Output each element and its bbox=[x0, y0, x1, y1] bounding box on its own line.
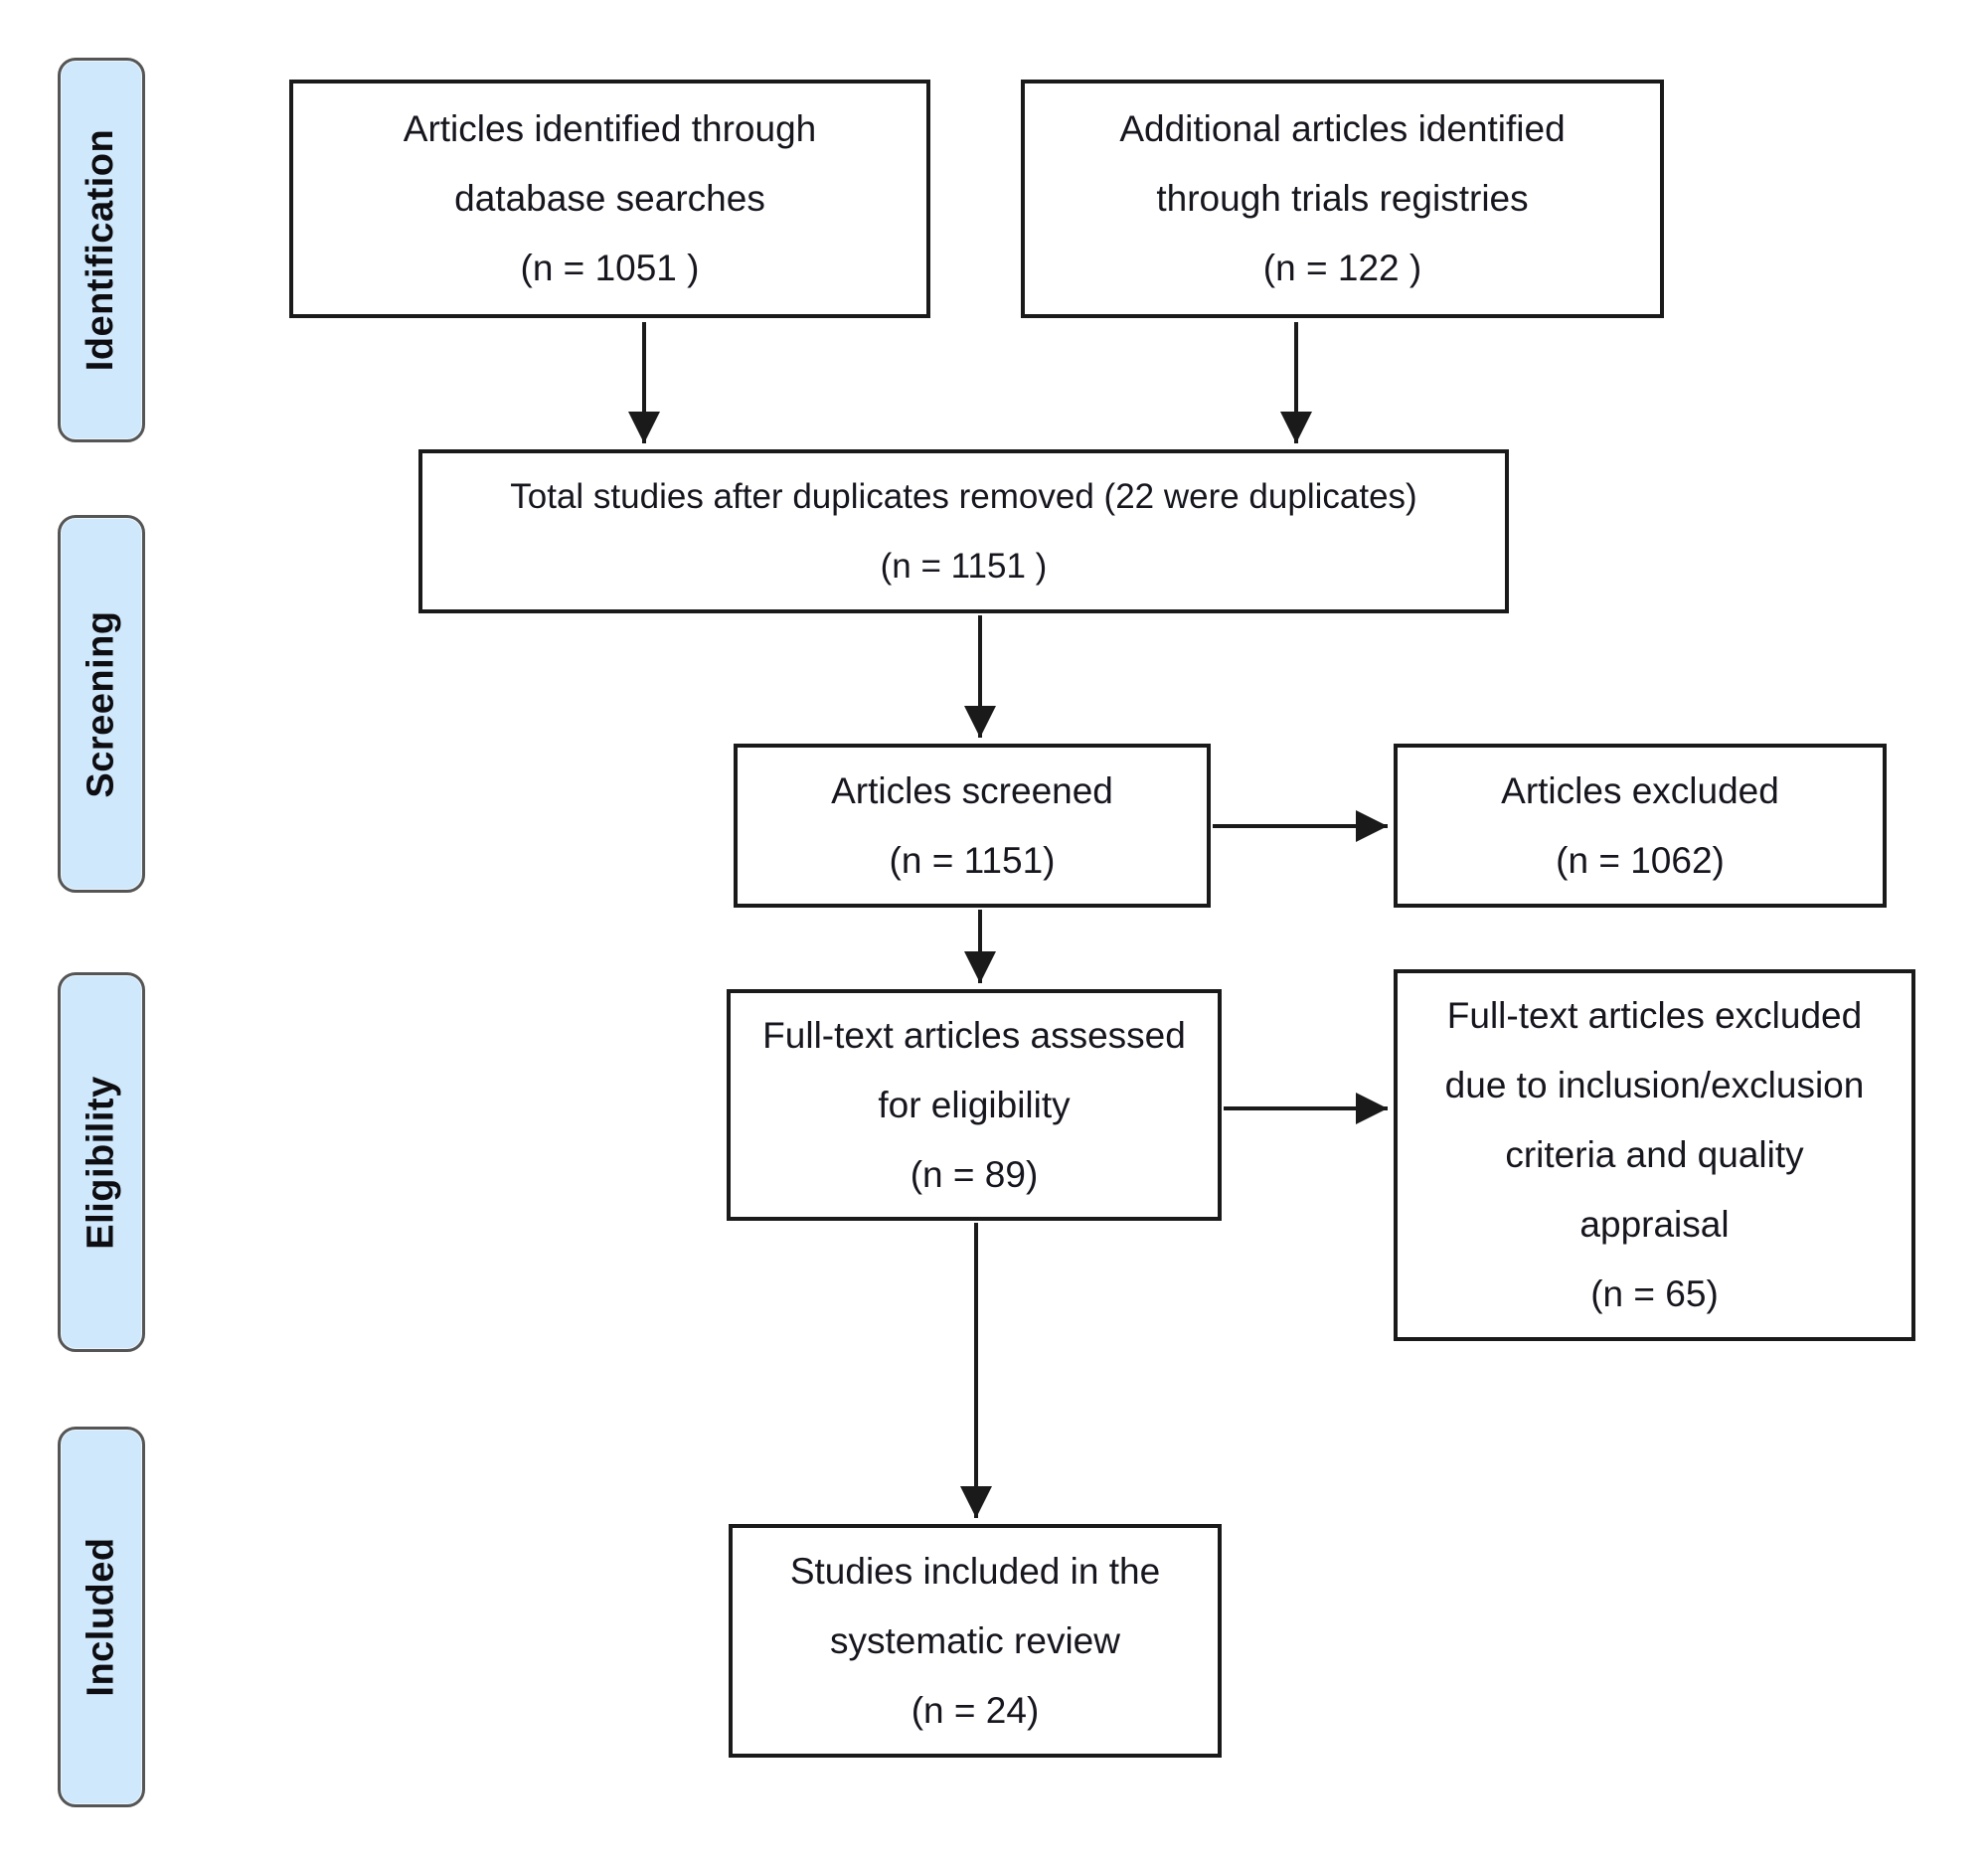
box-n-value: (n = 89) bbox=[910, 1153, 1039, 1195]
box-text: Full-text articles excluded due to inclu… bbox=[1445, 981, 1865, 1329]
box-n-value: (n = 1151 ) bbox=[880, 546, 1048, 586]
box-text-line: Full-text articles excluded bbox=[1446, 995, 1863, 1036]
box-articles-identified-database: Articles identified through database sea… bbox=[289, 80, 930, 318]
box-fulltext-assessed: Full-text articles assessed for eligibil… bbox=[727, 989, 1222, 1221]
box-text-line: Full-text articles assessed bbox=[762, 1014, 1186, 1056]
box-n-value: (n = 1062) bbox=[1556, 839, 1725, 881]
box-text: Full-text articles assessed for eligibil… bbox=[762, 1001, 1186, 1210]
stage-eligibility: Eligibility bbox=[58, 972, 145, 1352]
box-text-line: criteria and quality bbox=[1505, 1134, 1804, 1175]
box-text-line: Studies included in the bbox=[789, 1550, 1161, 1592]
box-text-line: Additional articles identified bbox=[1119, 108, 1566, 149]
box-articles-excluded: Articles excluded (n = 1062) bbox=[1394, 744, 1887, 908]
box-n-value: (n = 1051 ) bbox=[520, 248, 700, 288]
box-duplicates-removed: Total studies after duplicates removed (… bbox=[418, 449, 1509, 613]
stage-identification: Identification bbox=[58, 58, 145, 442]
box-text-line: database searches bbox=[454, 178, 765, 219]
box-text: Total studies after duplicates removed (… bbox=[510, 462, 1416, 601]
box-text-line: Articles screened bbox=[831, 769, 1113, 811]
box-n-value: (n = 122 ) bbox=[1262, 248, 1422, 288]
box-articles-identified-registries: Additional articles identified through t… bbox=[1021, 80, 1664, 318]
box-n-value: (n = 65) bbox=[1590, 1273, 1719, 1314]
box-text-line: Total studies after duplicates removed (… bbox=[510, 476, 1417, 516]
box-text-line: due to inclusion/exclusion bbox=[1444, 1065, 1865, 1105]
box-articles-screened: Articles screened (n = 1151) bbox=[734, 744, 1211, 908]
stage-included: Included bbox=[58, 1427, 145, 1807]
box-text: Articles screened (n = 1151) bbox=[831, 757, 1113, 896]
box-fulltext-excluded: Full-text articles excluded due to inclu… bbox=[1394, 969, 1915, 1341]
box-text: Studies included in the systematic revie… bbox=[790, 1537, 1160, 1746]
box-text-line: Articles excluded bbox=[1501, 769, 1779, 811]
box-text-line: systematic review bbox=[830, 1619, 1120, 1661]
box-text: Articles excluded (n = 1062) bbox=[1501, 757, 1779, 896]
box-text-line: Articles identified through bbox=[403, 108, 817, 149]
box-n-value: (n = 24) bbox=[911, 1689, 1040, 1731]
box-n-value: (n = 1151) bbox=[889, 839, 1056, 881]
box-text-line: through trials registries bbox=[1156, 178, 1529, 219]
stage-screening: Screening bbox=[58, 515, 145, 893]
box-text: Articles identified through database sea… bbox=[404, 94, 816, 303]
box-text-line: appraisal bbox=[1579, 1204, 1730, 1245]
box-text-line: for eligibility bbox=[878, 1084, 1071, 1125]
box-text: Additional articles identified through t… bbox=[1119, 94, 1565, 303]
box-studies-included: Studies included in the systematic revie… bbox=[729, 1524, 1222, 1758]
